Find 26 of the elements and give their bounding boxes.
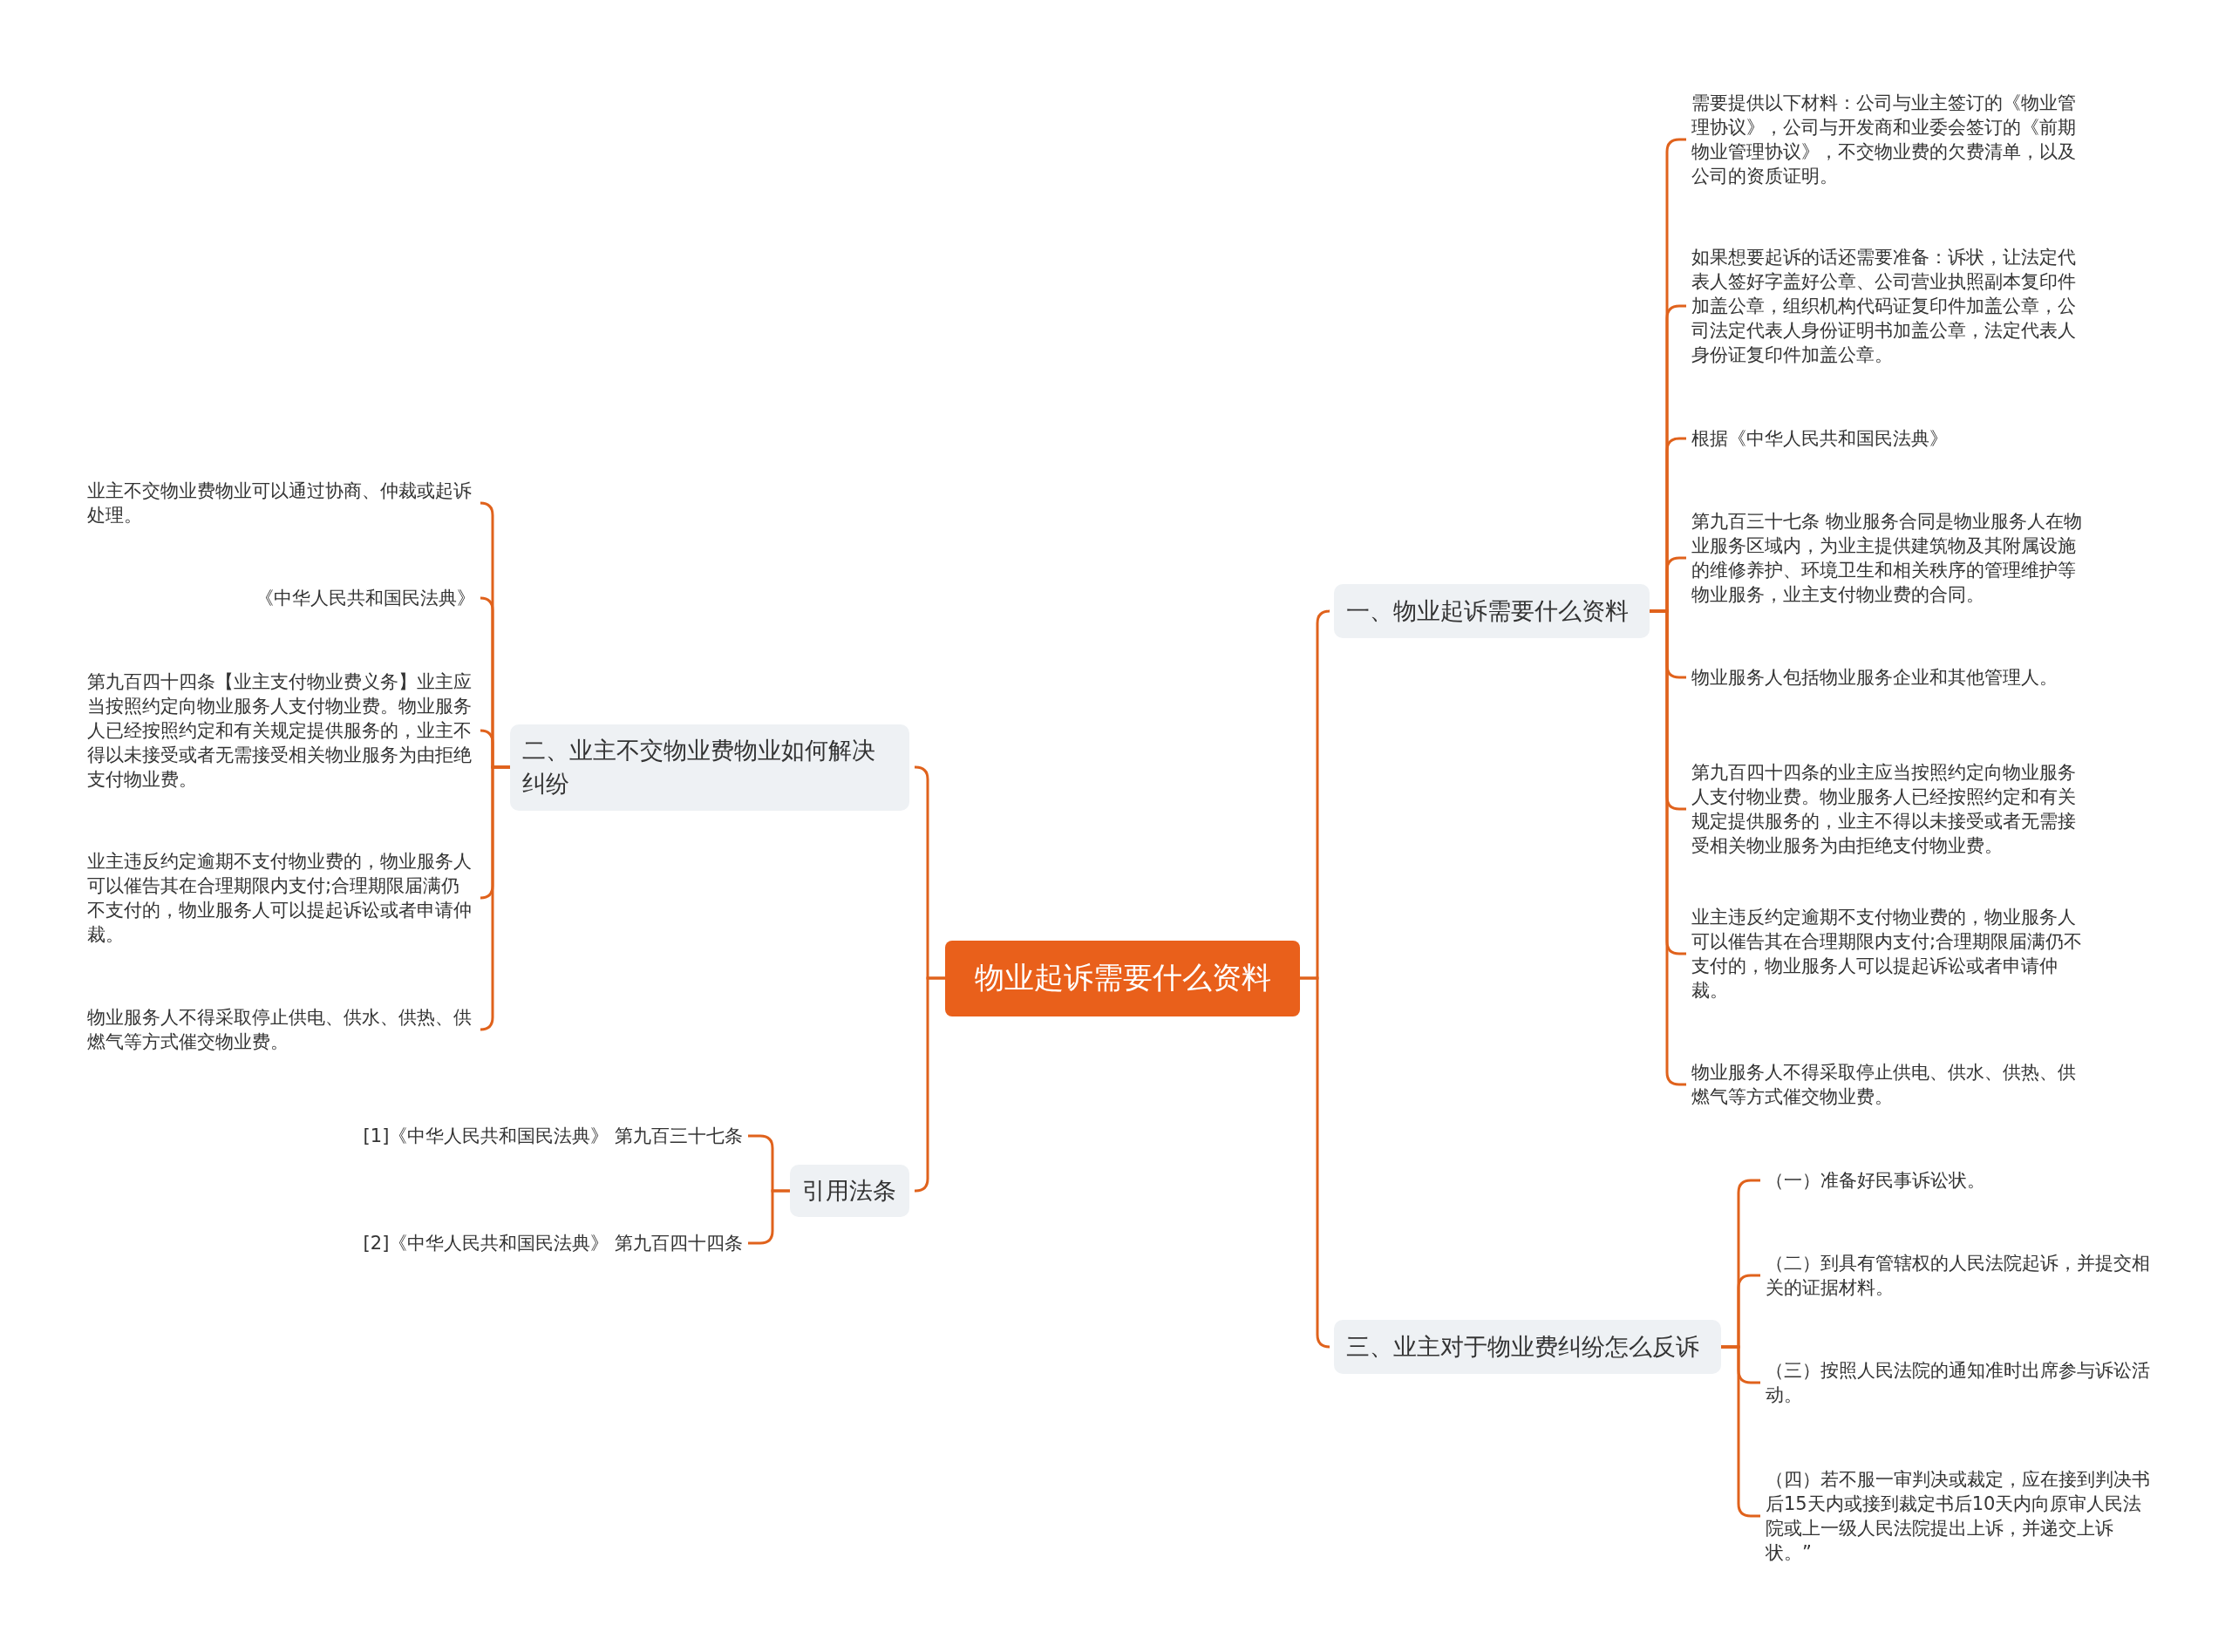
topic-text: 业主违反约定逾期不支付物业费的，物业服务人可以催告其在合理期限内支付;合理期限届满仍不支付的，物业服务人可以提起诉讼或者申请仲裁。 [87,849,475,947]
topic-text: 业主违反约定逾期不支付物业费的，物业服务人可以催告其在合理期限内支付;合理期限届满仍不支付的，物业服务人可以提起诉讼或者申请仲裁。 [1691,905,2084,1003]
topic-text: 《中华人民共和国民法典》 [255,586,475,610]
topic-text: 根据《中华人民共和国民法典》 [1691,426,1948,451]
topic-text: 第九百四十四条【业主支付物业费义务】业主应当按照约定向物业服务人支付物业费。物业服务人已经按照约定和有关规定提供服务的，业主不得以未接受或者无需接受相关物业服务为由拒绝支付物业费。 [87,670,475,792]
topic-text: 第九百三十七条 物业服务合同是物业服务人在物业服务区域内，为业主提供建筑物及其附属设施的维修养护、环境卫生和相关秩序的管理维护等物业服务，业主支付物业费的合同。 [1691,509,2084,607]
topic-text: 需要提供以下材料：公司与业主签订的《物业管理协议》，公司与开发商和业委会签订的《前期物业管理协议》，不交物业费的欠费清单，以及公司的资质证明。 [1691,91,2084,188]
topic-text: 业主不交物业费物业可以通过协商、仲裁或起诉处理。 [87,479,475,527]
connector-line [479,765,510,1031]
connector-line [1300,976,1331,1349]
topic-text: 如果想要起诉的话还需要准备：诉状，让法定代表人签好字盖好公章、公司营业执照副本复印件加盖公章，组织机构代码证复印件加盖公章，公司法定代表人身份证明书加盖公章，法定代表人身份证复印件加盖公章。 [1691,245,2084,367]
topic-box: 一、物业起诉需要什么资料 [1334,584,1650,638]
topic-text: 物业服务人不得采取停止供电、供水、供热、供燃气等方式催交物业费。 [87,1005,475,1054]
topic-text: 第九百四十四条的业主应当按照约定向物业服务人支付物业费。物业服务人已经按照约定和有关规定提供服务的，业主不得以未接受或者无需接受相关物业服务为由拒绝支付物业费。 [1691,760,2084,858]
topic-text: 物业服务人包括物业服务企业和其他管理人。 [1691,665,2058,690]
topic-text: （二）到具有管辖权的人民法院起诉，并提交相关的证据材料。 [1766,1251,2154,1300]
topic-box: 二、业主不交物业费物业如何解决纠纷 [510,724,909,811]
topic-box: 引用法条 [790,1165,909,1217]
topic-text: （三）按照人民法院的通知准时出席参与诉讼活动。 [1766,1358,2154,1407]
topic-box: 三、业主对于物业费纠纷怎么反诉 [1334,1320,1721,1374]
topic-text: [1]《中华人民共和国民法典》 第九百三十七条 [363,1124,743,1148]
topic-text: [2]《中华人民共和国民法典》 第九百四十四条 [363,1231,743,1255]
topic-text: （四）若不服一审判决或裁定，应在接到判决书后15天内或接到裁定书后10天内向原审人民法院或上一级人民法院提出上诉，并递交上诉状。” [1766,1467,2154,1565]
topic-text: 物业服务人不得采取停止供电、供水、供热、供燃气等方式催交物业费。 [1691,1060,2084,1109]
central-topic-box: 物业起诉需要什么资料 [945,940,1300,1016]
topic-text: （一）准备好民事诉讼状。 [1766,1168,1985,1193]
